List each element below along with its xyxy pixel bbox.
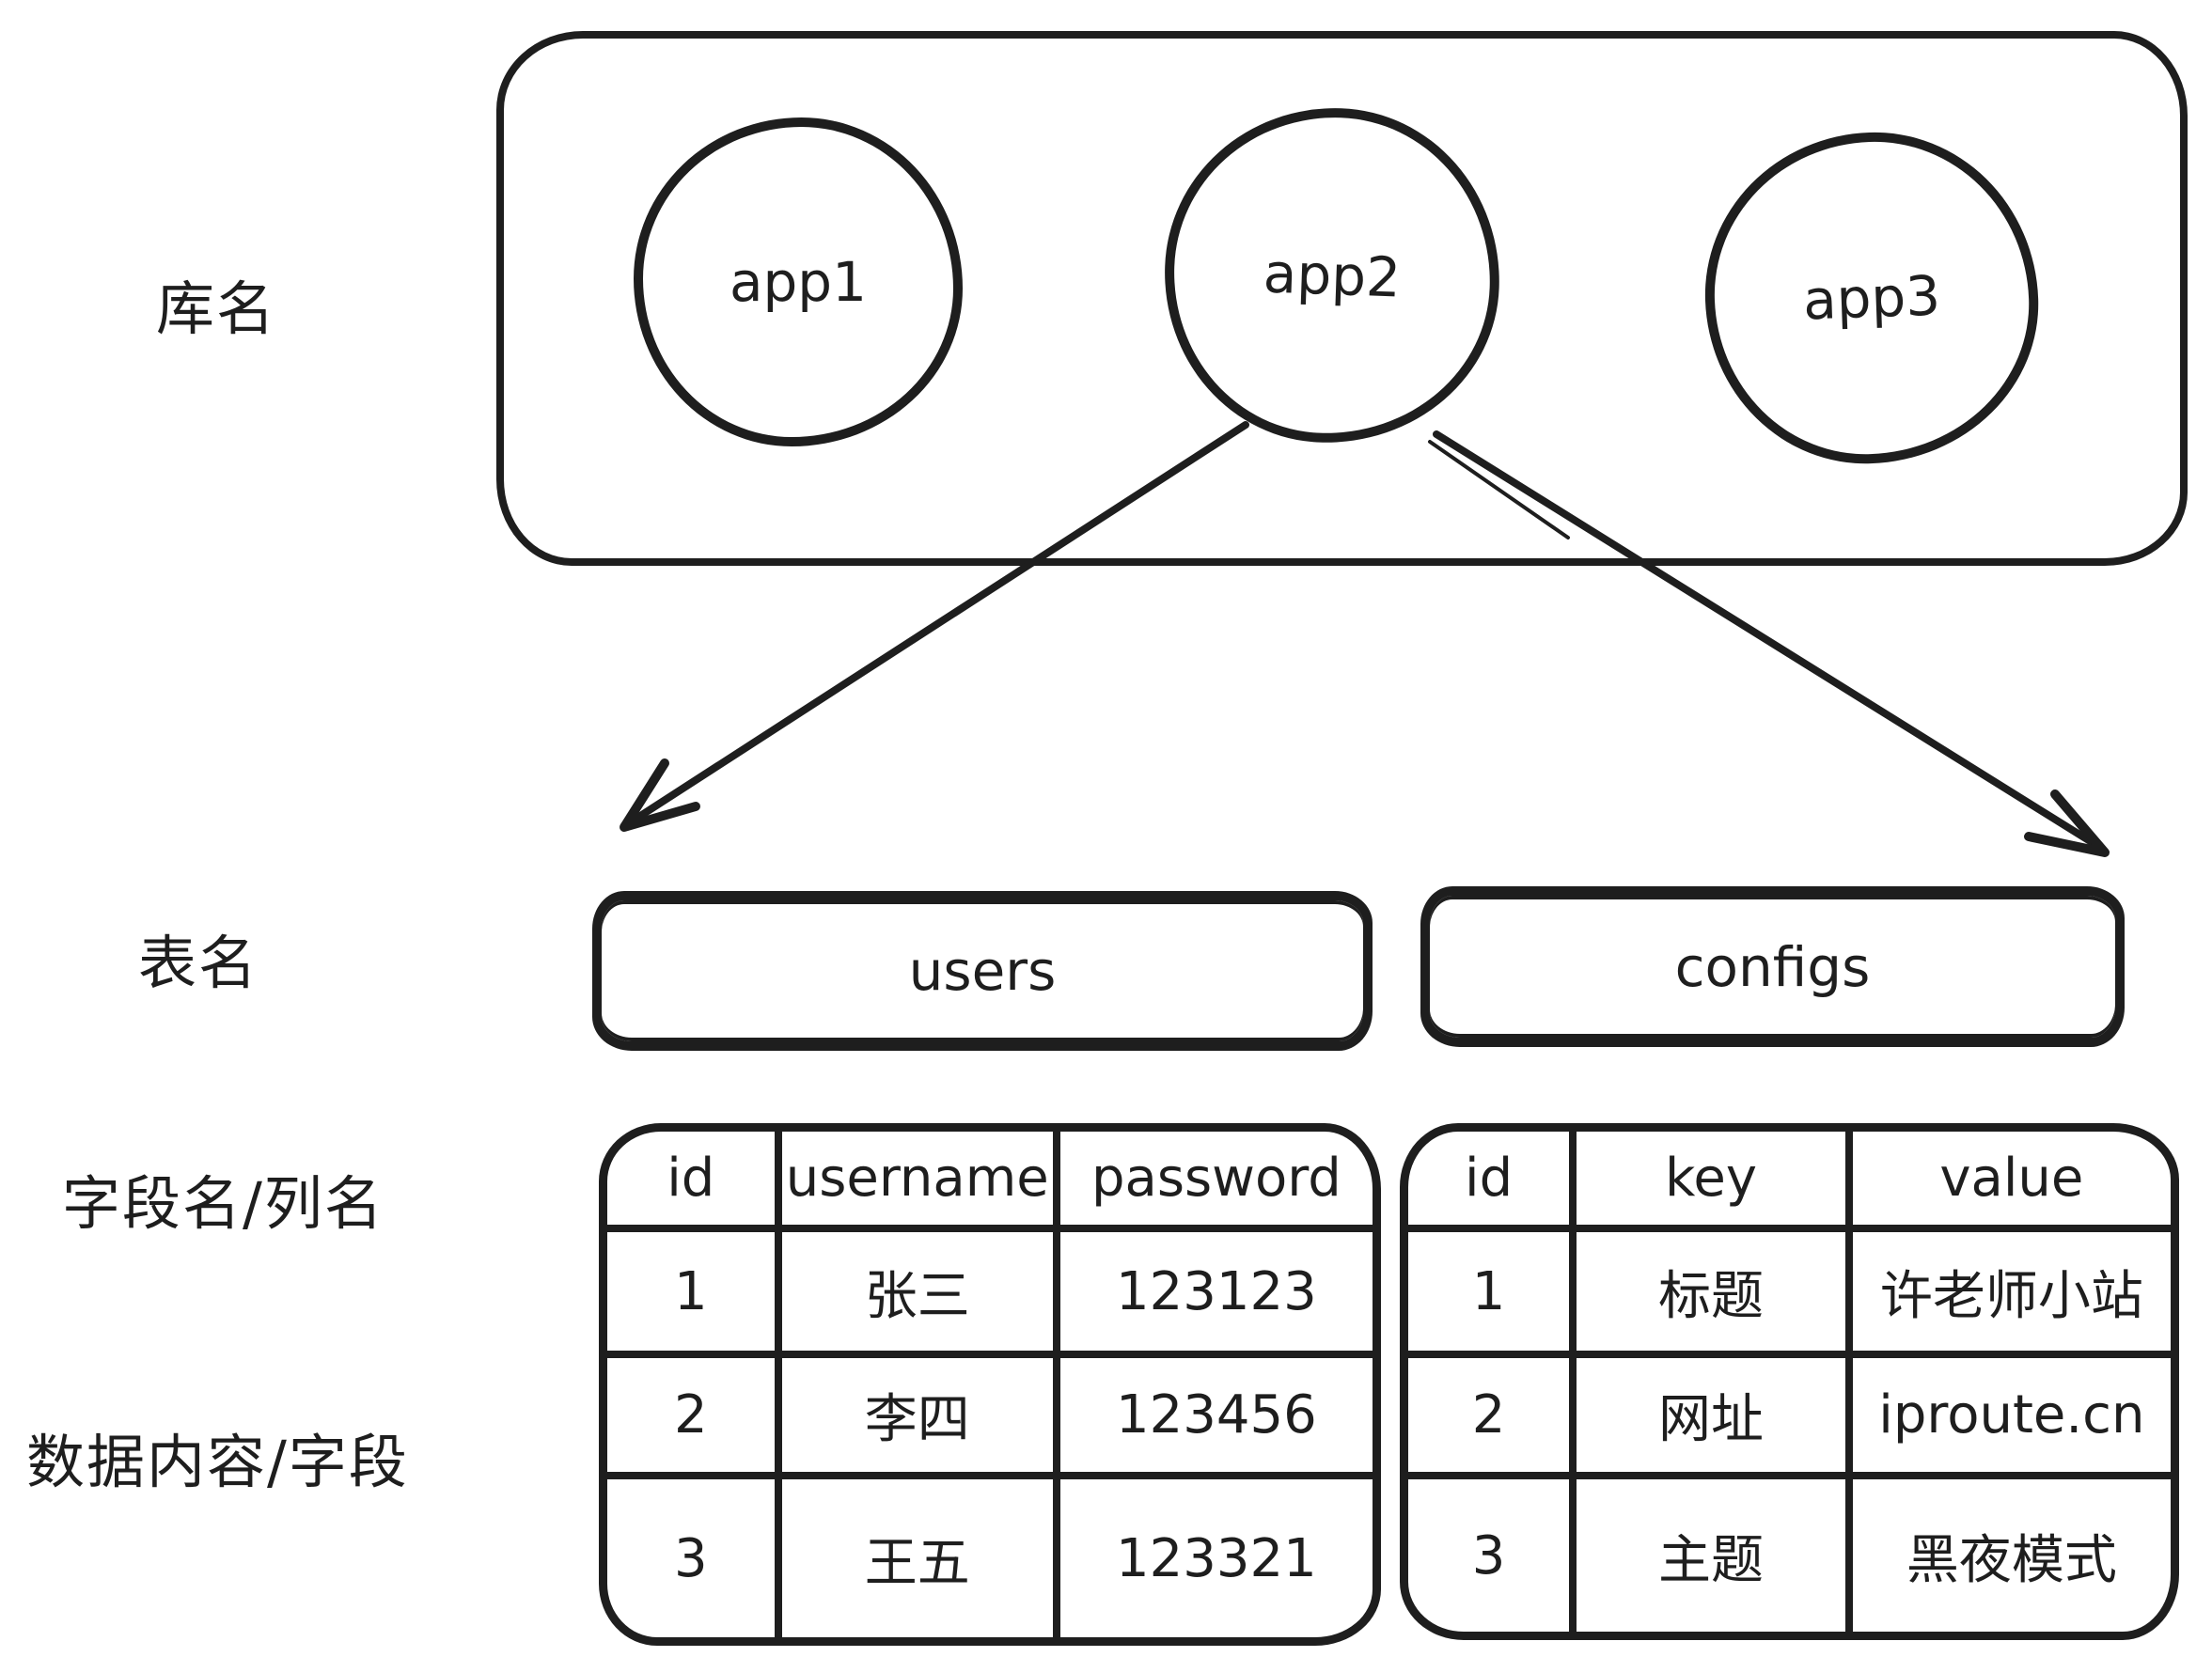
database-circle-app3: app3 <box>1699 126 2045 470</box>
table-cell: 2 <box>1408 1358 1577 1479</box>
table-name: configs <box>1674 934 1871 999</box>
table-cell: 1 <box>1408 1232 1577 1358</box>
users-header-password: password <box>1059 1132 1373 1232</box>
configs-header-id: id <box>1408 1132 1577 1232</box>
configs-header-key: key <box>1577 1132 1853 1232</box>
database-label: app3 <box>1801 263 1942 333</box>
table-name: users <box>908 939 1057 1003</box>
table-cell: 李四 <box>781 1358 1060 1479</box>
table-cell: 123321 <box>1116 1527 1317 1589</box>
table-cell: 1 <box>607 1232 782 1358</box>
database-label: app1 <box>729 250 868 314</box>
table-cell: 标题 <box>1577 1232 1853 1358</box>
users-table: id username password 1 张三 123123 2 李四 12… <box>599 1123 1381 1646</box>
table-cell: 张三 <box>781 1232 1060 1358</box>
table-cell: 123123 <box>1059 1232 1373 1358</box>
table-cell: iproute.cn <box>1852 1358 2171 1479</box>
table-cell: 黑夜模式 <box>1906 1529 2117 1591</box>
label-data-content: 数据内容/字段 <box>26 1428 409 1496</box>
table-name-box-configs: configs <box>1420 886 2125 1047</box>
table-cell: 网址 <box>1577 1358 1853 1479</box>
label-table-name: 表名 <box>138 929 259 997</box>
database-circle-app2: app2 <box>1158 102 1506 449</box>
table-cell: 主题 <box>1577 1479 1853 1632</box>
table-cell: 3 <box>607 1479 782 1637</box>
database-label: app2 <box>1262 241 1403 310</box>
table-cell: 王五 <box>782 1479 1060 1637</box>
configs-header-value: value <box>1852 1132 2171 1232</box>
users-header-id: id <box>607 1132 782 1232</box>
label-database-name: 库名 <box>156 274 277 343</box>
database-circle-app1: app1 <box>634 117 963 446</box>
users-header-username: username <box>781 1132 1060 1232</box>
label-column-names: 字段名/列名 <box>62 1169 384 1238</box>
configs-table: id key value 1 标题 许老师小站 2 网址 iproute.cn … <box>1400 1123 2179 1640</box>
table-name-box-users: users <box>592 891 1373 1051</box>
table-cell: 2 <box>607 1358 782 1479</box>
table-cell: 123456 <box>1059 1358 1373 1479</box>
table-cell: 3 <box>1408 1479 1577 1632</box>
databases-container: app1 app2 app3 <box>496 31 2188 566</box>
table-cell: 许老师小站 <box>1852 1232 2171 1358</box>
